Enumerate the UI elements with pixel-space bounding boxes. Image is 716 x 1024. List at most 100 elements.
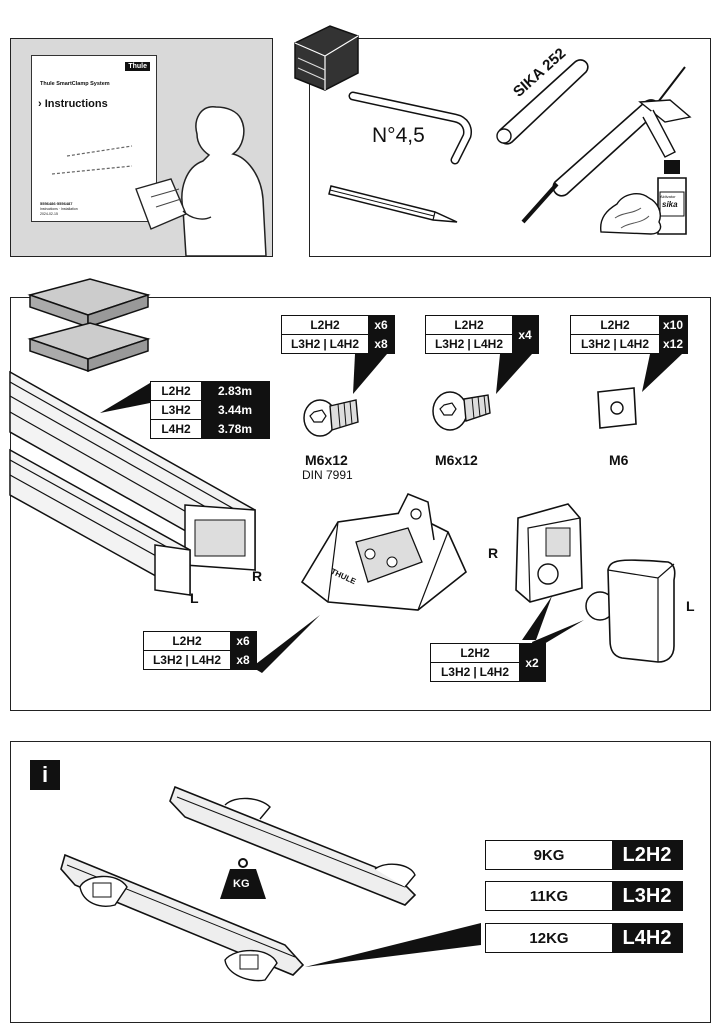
hex-key-icon [348, 91, 472, 165]
model-code: L3H2 [440, 665, 471, 679]
rail-length: 2.83m [201, 382, 269, 400]
nut-name: M6 [609, 452, 629, 468]
weight-icon [220, 858, 266, 899]
sealant-tube-icon [496, 59, 589, 145]
rail-model: L4H2 [161, 422, 191, 436]
model-code: L2H2 [612, 841, 682, 869]
screw1-name: M6x12 [305, 452, 348, 468]
screw1-row1: L2H2 x6 [282, 316, 394, 335]
screw1-row2: L3H2 | L4H2 x8 [282, 335, 394, 353]
doc-sub1: Instructions · Installation [40, 207, 78, 211]
screw2-row1: L2H2 [426, 316, 512, 335]
quantity: x8 [230, 651, 256, 669]
weight-value: 12KG [486, 924, 612, 952]
weight-icon-label: KG [233, 878, 250, 890]
rail-length: 3.78m [201, 420, 269, 438]
model-code: L4H2 [612, 924, 682, 952]
screw2-pointer [496, 354, 532, 394]
caps-row1: L2H2 [431, 644, 519, 663]
doc-sub2: 2024-02-15 [40, 212, 58, 216]
end-cap-right-icon [515, 503, 583, 603]
caps-qty-table: L2H2 L3H2 | L4H2 x2 [430, 643, 546, 682]
nut-qty-table: L2H2 x10 L3H2 | L4H2 x12 [570, 315, 688, 354]
model-code: L4H2 [329, 337, 360, 351]
bottle-brand-label: sika [662, 200, 678, 209]
rail-left-label: L [190, 590, 199, 606]
quantity: x4 [512, 316, 538, 353]
doc-illustration [51, 145, 133, 175]
quantity: x12 [659, 335, 687, 353]
weight-row-l2h2: 9KG L2H2 [485, 840, 683, 870]
model-code: L2H2 [172, 634, 202, 648]
rails-illustration [9, 370, 256, 597]
model-code: L3H2 [290, 337, 321, 351]
foot-row2: L3H2 | L4H2 x8 [144, 651, 256, 669]
weight-value: 11KG [486, 882, 612, 910]
square-nut-icon [597, 387, 637, 429]
quantity: x6 [368, 316, 394, 334]
screw1-pointer [353, 354, 387, 394]
screw2-row2: L3H2 | L4H2 [434, 337, 504, 351]
model-code: L3H2 [434, 337, 465, 351]
end-cap-left-icon [585, 559, 676, 663]
weight-value: 9KG [486, 841, 612, 869]
countersunk-screw-icon [303, 399, 359, 437]
foot-pointer [252, 615, 320, 673]
screw2-name: M6x12 [435, 452, 478, 468]
foam-pads-icon [27, 278, 151, 373]
screw1-qty-table: L2H2 x6 L3H2 | L4H2 x8 [281, 315, 395, 354]
rail-model: L2H2 [161, 384, 191, 398]
weights-pointer [305, 923, 481, 967]
rail-model: L3H2 [161, 403, 191, 417]
foot-row1: L2H2 x6 [144, 632, 256, 651]
bottle-small-label: Aktivator [660, 194, 676, 199]
foot-qty-table: L2H2 x6 L3H2 | L4H2 x8 [143, 631, 257, 670]
quantity: x6 [230, 632, 256, 650]
caps-pointer [522, 596, 584, 650]
rail-length: 3.44m [201, 401, 269, 419]
instructions-heading: › Instructions [38, 98, 108, 110]
nut-pointer [642, 354, 682, 392]
model-code: L3H2 [152, 653, 183, 667]
quantity: x2 [519, 644, 545, 681]
rail-right-label: R [252, 568, 263, 584]
caulk-gun-icon [521, 66, 692, 224]
model-code: L3H2 [580, 337, 611, 351]
hex-key-size-label: N°4,5 [372, 124, 425, 147]
mounting-foot-icon [300, 493, 467, 611]
quantity: x10 [659, 316, 687, 334]
doc-code: 5556486·5556487 [40, 201, 73, 206]
model-code: L3H2 [612, 882, 682, 910]
toolbox-icon [294, 25, 359, 91]
info-badge: i [30, 760, 60, 790]
instructions-label: Instructions [44, 98, 108, 110]
model-code: L2H2 [600, 318, 630, 332]
chevron-right-icon: › [38, 98, 42, 110]
crossbars-illustration [60, 785, 417, 982]
quantity: x8 [368, 335, 394, 353]
screw2-qty-table: L2H2 L3H2 | L4H2 x4 [425, 315, 539, 354]
instructions-sheet: Thule Thule SmartClamp System › Instruct… [31, 55, 157, 222]
cloth-rag-icon [600, 193, 662, 235]
instructions-panel: Thule Thule SmartClamp System › Instruct… [10, 38, 273, 257]
nut-row2: L3H2 | L4H2 x12 [571, 335, 687, 353]
screw1-standard: DIN 7991 [302, 468, 353, 482]
model-code: L2H2 [454, 318, 484, 332]
rail-table-pointer [100, 383, 150, 413]
model-code: L2H2 [310, 318, 340, 332]
model-code: L4H2 [191, 653, 222, 667]
rail-length-table: L2H2 2.83m L3H2 3.44m L4H2 3.78m [150, 381, 270, 439]
model-code: L4H2 [479, 665, 510, 679]
weight-row-l4h2: 12KG L4H2 [485, 923, 683, 953]
model-code: L4H2 [473, 337, 504, 351]
cap-left-label: L [686, 598, 695, 614]
doc-title: Thule SmartClamp System [40, 81, 110, 87]
weight-row-l3h2: 11KG L3H2 [485, 881, 683, 911]
button-head-screw-icon [432, 391, 491, 431]
cap-right-label: R [488, 545, 499, 561]
rail-row-l2h2: L2H2 2.83m [151, 382, 269, 401]
model-code: L2H2 [460, 646, 490, 660]
pencil-icon [328, 185, 458, 223]
thule-logo: Thule [125, 62, 150, 71]
primer-bottle-icon [657, 160, 687, 235]
